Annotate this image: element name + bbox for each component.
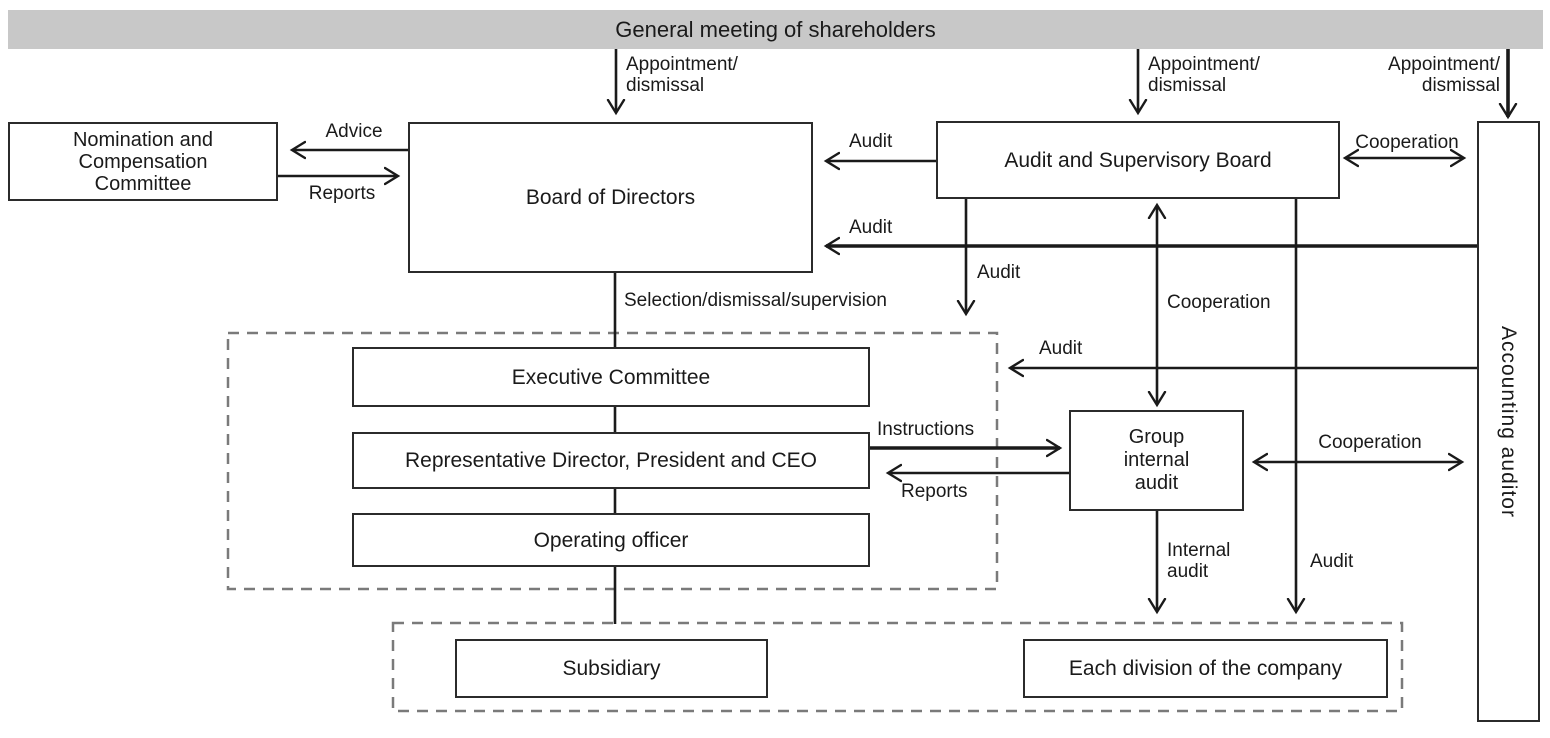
label-audit-auditor-to-board: Audit (849, 217, 893, 238)
board-of-directors-box: Board of Directors (408, 122, 813, 273)
label-audit-asb-to-board: Audit (849, 131, 893, 152)
operating-officer-box: Operating officer (352, 513, 870, 567)
label-instructions: Instructions (877, 419, 975, 440)
label-audit-asb-to-exec: Audit (977, 262, 1021, 283)
group-internal-audit-box: Group internal audit (1069, 410, 1244, 511)
subsidiary-box: Subsidiary (455, 639, 768, 698)
representative-director-box: Representative Director, President and C… (352, 432, 870, 489)
nomination-compensation-committee-box: Nomination and Compensation Committee (8, 122, 278, 201)
label-appointment-dismissal-auditor: Appointment/ dismissal (1388, 54, 1500, 96)
label-appointment-dismissal-board: Appointment/ dismissal (626, 54, 738, 96)
executive-group-dashed-container (226, 331, 999, 591)
executive-committee-box: Executive Committee (352, 347, 870, 407)
label-audit-auditor-to-exec: Audit (1039, 338, 1083, 359)
label-cooperation-asb-group: Cooperation (1167, 292, 1271, 313)
division-group-dashed-container (391, 621, 1404, 713)
label-reports-group-to-ceo: Reports (901, 481, 968, 502)
each-division-box: Each division of the company (1023, 639, 1388, 698)
accounting-auditor-box: Accounting auditor (1477, 121, 1540, 722)
label-reports-to-board: Reports (308, 183, 376, 204)
label-audit-asb-to-division: Audit (1310, 551, 1354, 572)
label-internal-audit: Internal audit (1167, 540, 1231, 582)
label-selection-dismissal-supervision: Selection/dismissal/supervision (624, 290, 887, 311)
label-advice: Advice (325, 121, 383, 142)
label-cooperation-asb-auditor: Cooperation (1355, 132, 1459, 153)
label-appointment-dismissal-asb: Appointment/ dismissal (1148, 54, 1260, 96)
general-meeting-banner: General meeting of shareholders (8, 10, 1543, 49)
label-cooperation-group-auditor: Cooperation (1318, 432, 1422, 453)
audit-supervisory-board-box: Audit and Supervisory Board (936, 121, 1340, 199)
